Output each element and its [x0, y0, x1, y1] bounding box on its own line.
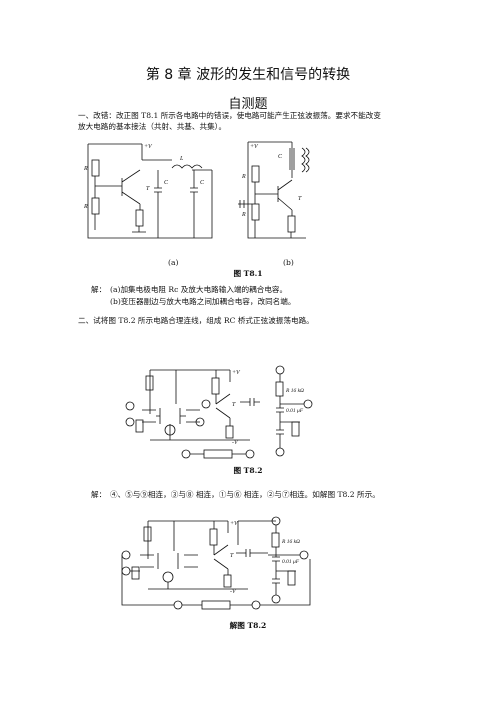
figure-t81-caption: 图 T8.1: [233, 269, 263, 278]
q1-line-2: 放大电路的基本接法（共射、共基、共集）。: [78, 122, 227, 131]
svg-text:R: R: [83, 204, 88, 210]
svg-text:-V: -V: [230, 589, 237, 595]
svg-text:L: L: [179, 156, 184, 162]
svg-text:+V: +V: [144, 144, 153, 150]
q1-answer-label: 解：: [91, 285, 107, 294]
svg-text:R: R: [83, 166, 88, 172]
svg-text:0.01 μF: 0.01 μF: [282, 559, 300, 565]
svg-text:T: T: [232, 402, 236, 408]
q1-answer-b: (b)变压器副边与放大电路之间加耦合电容，改同名端。: [110, 297, 296, 306]
svg-text:R 16 kΩ: R 16 kΩ: [281, 539, 300, 545]
svg-text:-V: -V: [232, 440, 239, 446]
svg-text:C: C: [200, 180, 205, 186]
svg-text:T: T: [298, 196, 302, 202]
chapter-title: 第 8 章 波形的发生和信号的转换: [145, 67, 351, 83]
section-title: 自测题: [228, 97, 268, 112]
solution-figure-t82-caption: 解图 T8.2: [229, 621, 267, 630]
circuit-t81-b: +V R R T C: [238, 141, 310, 239]
svg-text:R: R: [241, 212, 246, 218]
circuit-t82: +V -V T R 16 kΩ 0.01 μF: [125, 365, 313, 459]
q2-answer-text: ④、⑤与⑨相连，③与⑧ 相连，①与⑥ 相连，②与⑦相连。如解图 T8.2 所示。: [110, 490, 380, 499]
svg-text:R 16 kΩ: R 16 kΩ: [285, 388, 304, 394]
svg-text:+V: +V: [230, 521, 239, 527]
svg-text:+V: +V: [232, 370, 241, 376]
q2-answer-label: 解：: [91, 490, 107, 499]
figure-t82-caption: 图 T8.2: [233, 466, 263, 475]
svg-text:+V: +V: [250, 144, 259, 150]
svg-text:C: C: [278, 154, 283, 160]
svg-text:C: C: [164, 180, 169, 186]
svg-text:T: T: [146, 186, 150, 192]
svg-text:T: T: [230, 553, 234, 559]
q1-line-1: 一、改错：改正图 T8.1 所示各电路中的错误，使电路可能产生正弦波振荡。要求不…: [78, 111, 381, 120]
svg-text:R: R: [241, 174, 246, 180]
q1-answer-a: (a)加集电极电阻 Rc 及放大电路输入端的耦合电容。: [110, 285, 288, 294]
svg-text:0.01 μF: 0.01 μF: [286, 408, 304, 414]
circuit-solution-t82: +V -V T R 16 kΩ 0.01 μF: [121, 516, 311, 610]
subfig-b-label: (b): [283, 258, 294, 267]
q2-line-1: 二、试将图 T8.2 所示电路合理连线，组成 RC 桥式正弦波振荡电路。: [78, 316, 314, 325]
circuit-t81-a: +V R R T C C L: [83, 143, 213, 239]
subfig-a-label: (a): [168, 258, 179, 267]
